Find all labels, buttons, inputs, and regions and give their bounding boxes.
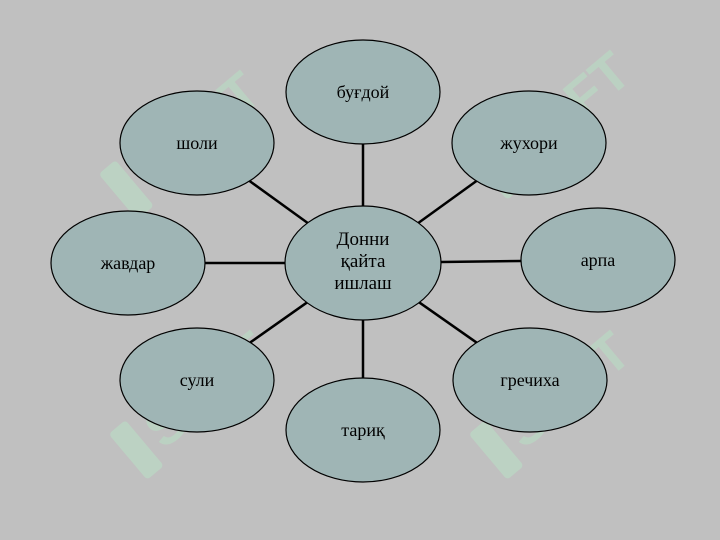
node-bugdoy: буғдой	[285, 39, 441, 145]
node-label-zhukhori: жухори	[499, 133, 558, 153]
node-label-bugdoy: буғдой	[337, 82, 390, 102]
center-label-line-3: ишлаш	[334, 273, 392, 294]
node-label-sholi: шоли	[176, 133, 218, 153]
node-label-arpa: арпа	[581, 250, 616, 270]
node-sholi: шоли	[119, 90, 275, 196]
node-tariq: тариқ	[285, 377, 441, 483]
node-label-suli: сули	[180, 370, 215, 390]
center-label-line-1: Донни	[337, 229, 390, 250]
node-ellipse	[119, 327, 275, 433]
node-grechikha: гречиха	[452, 327, 608, 433]
node-suli: сули	[119, 327, 275, 433]
connector-line-arpa	[440, 259, 522, 264]
node-ellipse	[452, 327, 608, 433]
node-ellipse	[285, 39, 441, 145]
node-ellipse	[285, 377, 441, 483]
connector-line-sholi	[248, 179, 309, 224]
node-ellipse	[50, 210, 206, 316]
node-zhukhori: жухори	[451, 90, 607, 196]
node-ellipse	[520, 207, 676, 313]
connector-line-grechikha	[418, 301, 478, 344]
connector-line-zhukhori	[417, 179, 478, 224]
node-label-tariq: тариқ	[341, 420, 385, 440]
node-ellipse	[451, 90, 607, 196]
center-node: Донни қайта ишлаш	[284, 205, 442, 321]
node-zhavdar: жавдар	[50, 210, 206, 316]
node-arpa: арпа	[520, 207, 676, 313]
node-ellipse	[119, 90, 275, 196]
center-ellipse	[284, 205, 442, 321]
node-label-zhavdar: жавдар	[100, 253, 156, 273]
connector-lines	[205, 144, 522, 378]
center-label-line-2: қайта	[341, 251, 386, 272]
node-label-grechikha: гречиха	[500, 370, 559, 390]
connector-line-suli	[249, 301, 308, 344]
